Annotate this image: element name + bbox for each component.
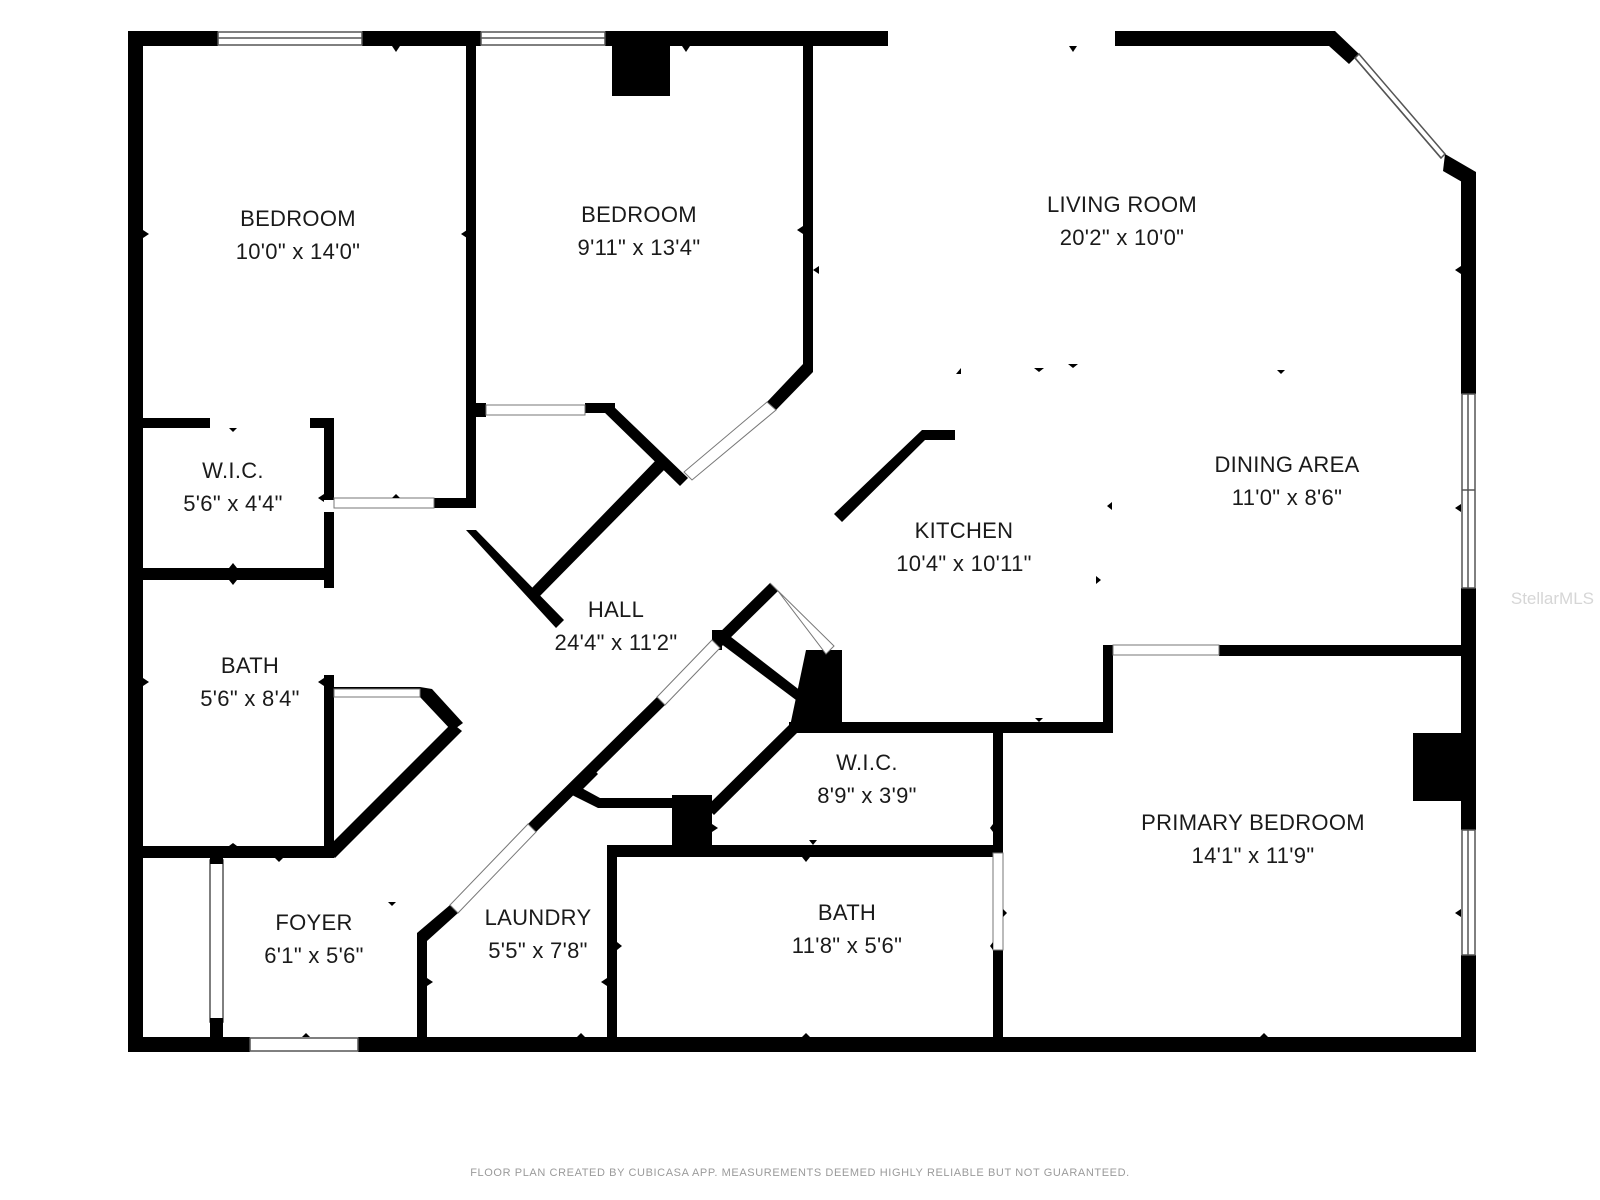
dimension-ticks <box>143 46 1461 1037</box>
room-dims-foyer: 6'1" x 5'6" <box>264 943 364 968</box>
room-dims-hall: 24'4" x 11'2" <box>555 630 678 655</box>
room-name-kitchen: KITCHEN <box>915 518 1014 543</box>
room-dims-dining-area: 11'0" x 8'6" <box>1232 485 1342 510</box>
room-name-bath-2: BATH <box>818 900 876 925</box>
door-openings <box>333 401 1220 951</box>
room-dims-laundry: 5'5" x 7'8" <box>488 938 588 963</box>
room-dims-living-room: 20'2" x 10'0" <box>1060 225 1185 250</box>
room-name-bedroom-1: BEDROOM <box>240 206 356 231</box>
room-dims-wic-1: 5'6" x 4'4" <box>183 491 283 516</box>
watermark-text: StellarMLS <box>1510 589 1594 608</box>
room-dims-wic-2: 8'9" x 3'9" <box>817 783 917 808</box>
room-name-living-room: LIVING ROOM <box>1047 192 1197 217</box>
room-name-bath-1: BATH <box>221 653 279 678</box>
footer-disclaimer: FLOOR PLAN CREATED BY CUBICASA APP. MEAS… <box>470 1167 1130 1179</box>
room-name-wic-1: W.I.C. <box>202 458 264 483</box>
room-name-laundry: LAUNDRY <box>485 905 592 930</box>
room-name-primary-bedroom: PRIMARY BEDROOM <box>1141 810 1365 835</box>
room-name-wic-2: W.I.C. <box>836 750 898 775</box>
room-dims-bedroom-1: 10'0" x 14'0" <box>236 239 361 264</box>
room-name-dining-area: DINING AREA <box>1214 452 1359 477</box>
room-dims-bath-1: 5'6" x 8'4" <box>200 686 300 711</box>
interior-walls <box>143 31 1476 1052</box>
room-labels: BEDROOM 10'0" x 14'0" BEDROOM 9'11" x 13… <box>183 192 1365 968</box>
room-dims-bath-2: 11'8" x 5'6" <box>792 933 902 958</box>
room-dims-primary-bedroom: 14'1" x 11'9" <box>1192 843 1315 868</box>
room-dims-kitchen: 10'4" x 10'11" <box>896 551 1031 576</box>
room-name-hall: HALL <box>588 597 644 622</box>
room-name-bedroom-2: BEDROOM <box>581 202 697 227</box>
windows <box>209 31 1476 1052</box>
room-dims-bedroom-2: 9'11" x 13'4" <box>578 235 701 260</box>
room-name-foyer: FOYER <box>275 910 352 935</box>
